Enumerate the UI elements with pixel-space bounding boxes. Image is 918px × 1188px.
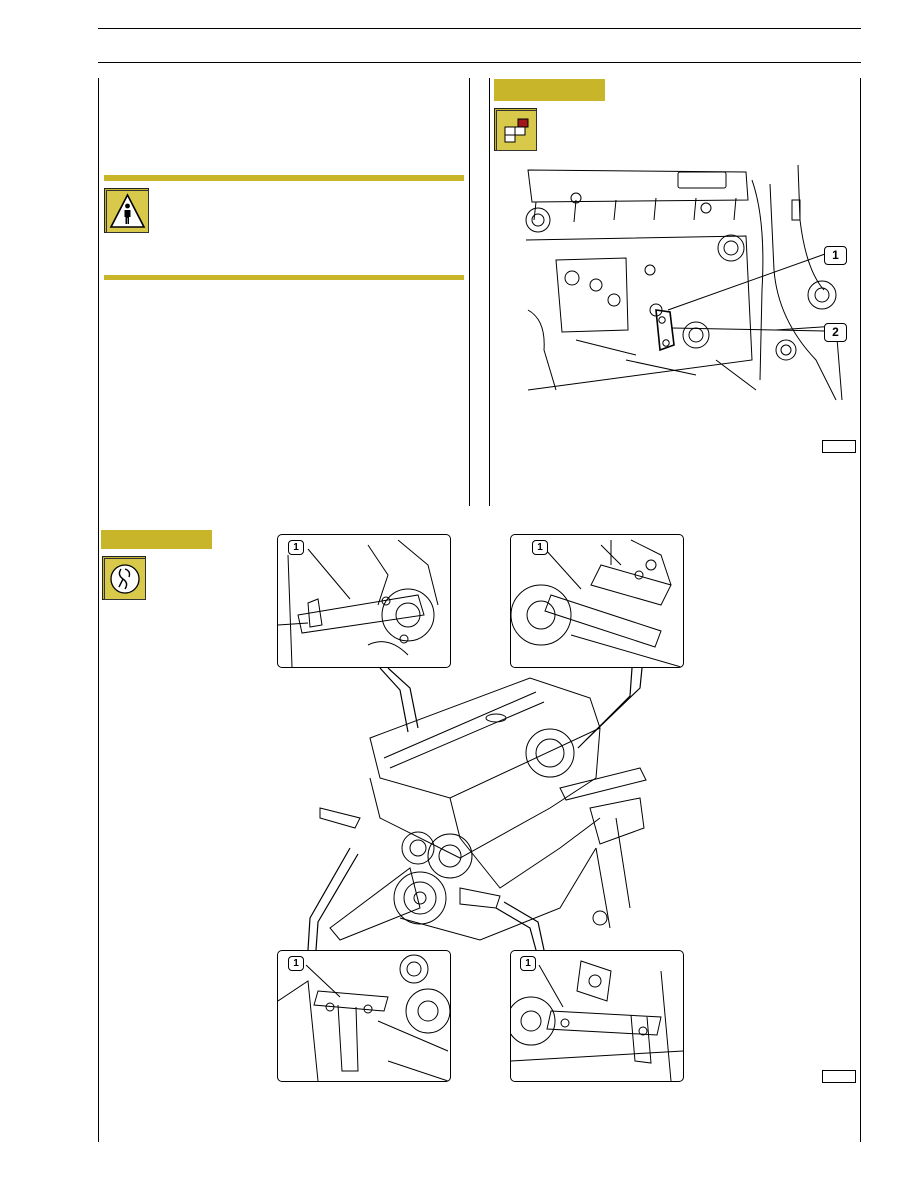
header-rule-bottom [98, 62, 861, 63]
person-warning-icon [106, 190, 149, 233]
callout-leader-1 [667, 253, 826, 311]
warning-bar-bottom [104, 275, 464, 280]
callout-leader-2 [671, 327, 826, 332]
detail-callout-bottom-right: 1 [520, 956, 536, 971]
detail-photo-top-left [277, 534, 451, 668]
section-icon-box-top [494, 108, 537, 151]
detail-callout-bottom-left: 1 [288, 956, 304, 971]
warning-bar-top [104, 175, 464, 181]
engine-block-drawing [516, 160, 848, 405]
detail-callout-top-right: 1 [532, 540, 548, 555]
warning-icon-box [104, 188, 149, 233]
figure-number-tag-bottom [822, 1070, 856, 1083]
engine-on-stand-drawing [300, 668, 690, 950]
assembly-diagram-icon [496, 110, 537, 151]
right-margin-rule [860, 78, 861, 1142]
tool-icon [104, 558, 146, 600]
detail-photo-bottom-right [510, 950, 684, 1082]
section-bar-top [494, 79, 605, 101]
column-divider-right [489, 78, 490, 506]
left-margin-rule [98, 78, 99, 1142]
detail-photo-top-right [510, 534, 684, 668]
detail-callout-top-left: 1 [288, 540, 304, 555]
header-rule-top [98, 28, 861, 29]
section-bar-bottom [101, 530, 212, 549]
callout-1: 1 [824, 246, 847, 265]
callout-2: 2 [824, 323, 847, 342]
figure-number-tag-top [822, 440, 856, 453]
section-icon-box-bottom [102, 556, 146, 600]
detail-photo-bottom-left [277, 950, 451, 1082]
column-divider-left [469, 78, 470, 506]
